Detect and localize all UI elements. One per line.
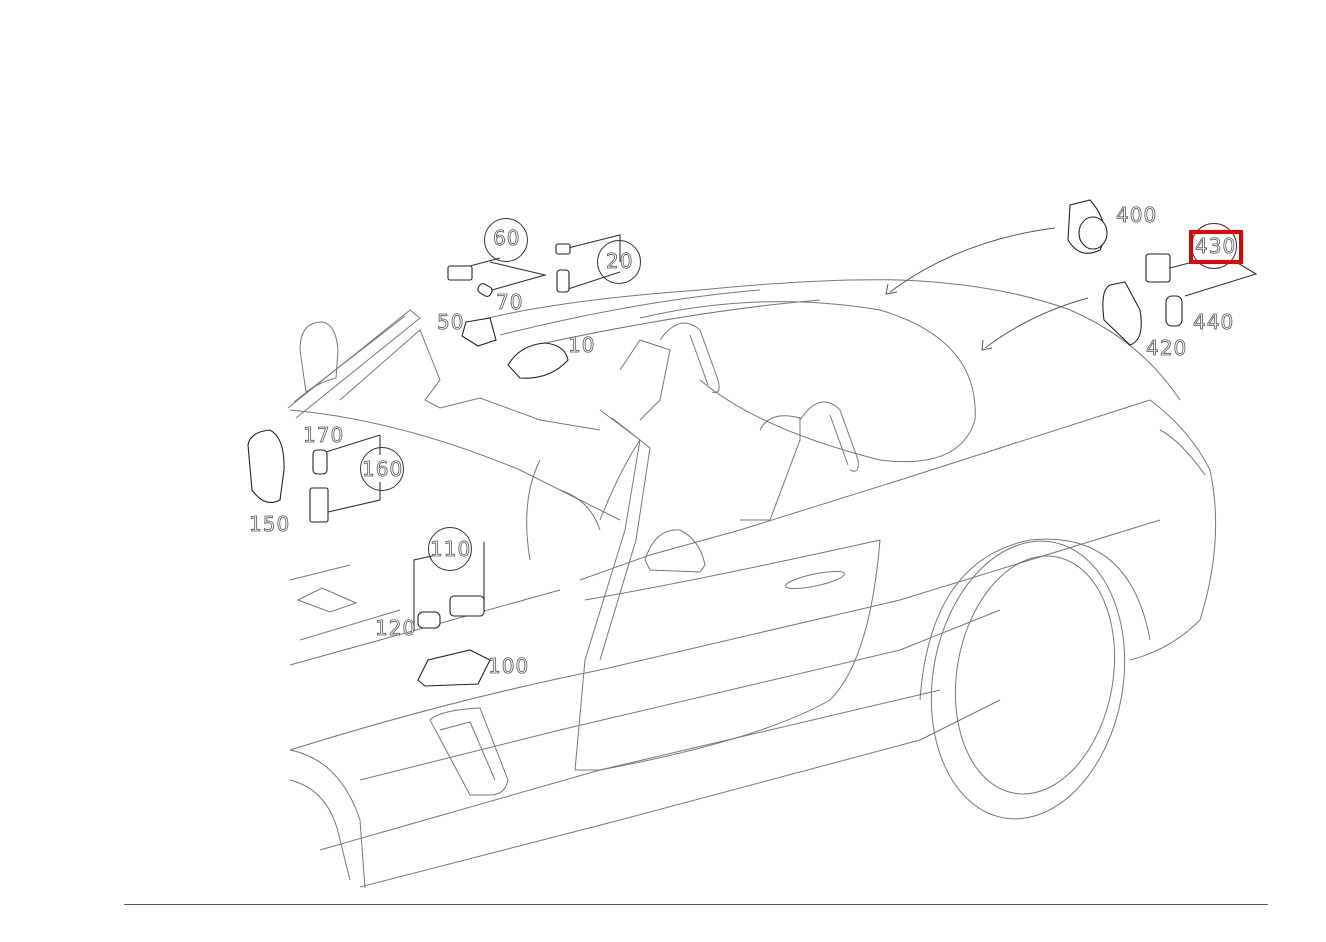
callout-label-110[interactable]: 110 <box>430 537 472 561</box>
footer-divider <box>124 904 1268 905</box>
callout-circle-60 <box>484 218 528 262</box>
callout-circle-20 <box>597 240 641 284</box>
callout-label-60[interactable]: 60 <box>493 226 521 250</box>
callout-label-170[interactable]: 170 <box>303 423 345 447</box>
callout-label-160[interactable]: 160 <box>362 457 404 481</box>
callout-circle-110 <box>428 527 472 571</box>
callout-label-430[interactable]: 430 <box>1195 234 1237 258</box>
callout-label-20[interactable]: 20 <box>606 249 634 273</box>
callout-label-100[interactable]: 100 <box>488 654 530 678</box>
callout-label-440[interactable]: 440 <box>1193 310 1235 334</box>
callout-label-400[interactable]: 400 <box>1116 203 1158 227</box>
highlight-box-430 <box>1189 230 1243 264</box>
callout-circle-160 <box>360 447 404 491</box>
callout-label-70[interactable]: 70 <box>496 290 524 314</box>
callout-label-50[interactable]: 50 <box>437 310 465 334</box>
callout-label-120[interactable]: 120 <box>375 616 417 640</box>
callout-label-420[interactable]: 420 <box>1146 336 1188 360</box>
callout-label-10[interactable]: 10 <box>568 333 596 357</box>
callout-label-150[interactable]: 150 <box>249 512 291 536</box>
